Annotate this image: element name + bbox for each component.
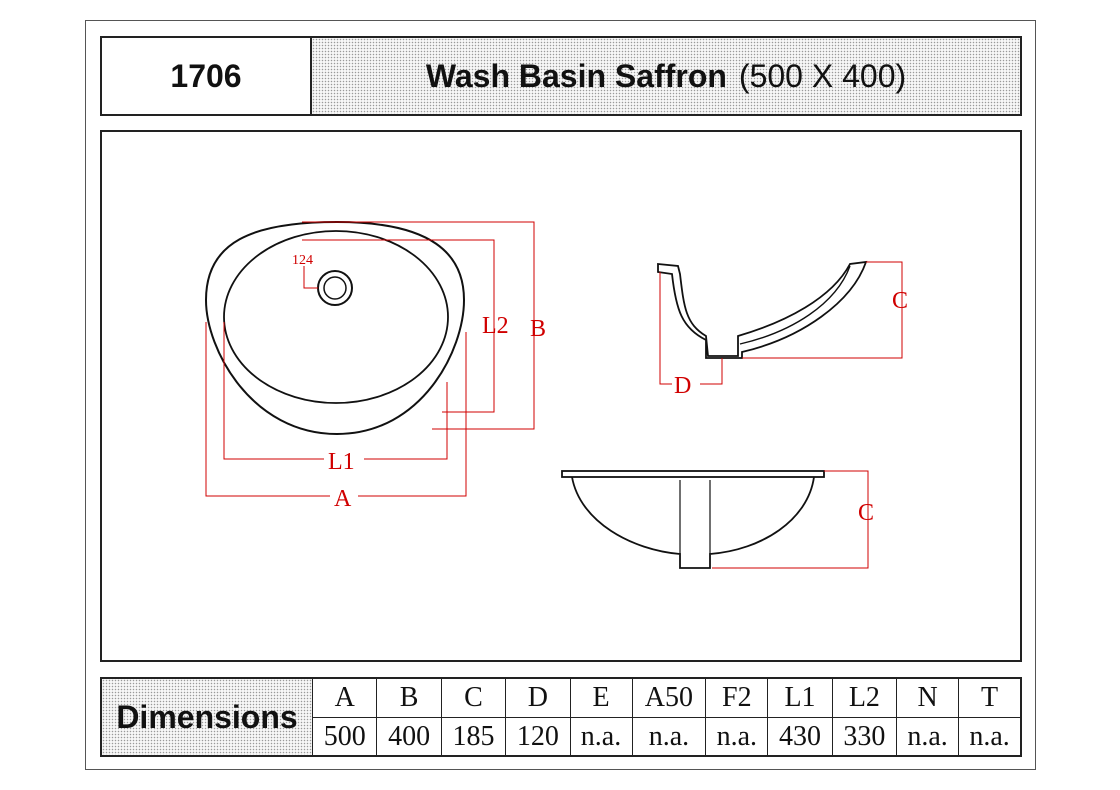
dimension-header: A	[311, 679, 378, 718]
hole-dimension-line	[303, 266, 318, 289]
drain-outer-circle	[317, 270, 353, 306]
dimension-value-row: 500 400 185 120 n.a. n.a. n.a. 430 330 n…	[311, 717, 1020, 756]
dimensions-label-text: Dimensions	[116, 698, 298, 735]
basin-inner-bowl	[223, 230, 449, 404]
dimension-value: n.a.	[705, 717, 769, 756]
title-bar: Wash Basin Saffron (500 X 400)	[310, 36, 1022, 116]
dimension-value: n.a.	[569, 717, 633, 756]
side-view-body	[657, 260, 868, 359]
dimension-header-row: A B C D E A50 F2 L1 L2 N T	[311, 679, 1020, 718]
front-view: C	[561, 470, 874, 569]
dimension-header: E	[569, 679, 633, 718]
drawing-svg: 124 B L2 L1 A C D	[204, 220, 908, 569]
dimension-header: C	[440, 679, 507, 718]
dimension-value: 500	[311, 717, 378, 756]
dimensions-label: Dimensions	[102, 679, 312, 755]
product-code-text: 1706	[170, 57, 242, 94]
hole-dimension-label: 124	[292, 253, 313, 268]
dimension-label-l2: L2	[482, 313, 509, 339]
side-view: C D	[657, 260, 908, 399]
dimension-line-a	[205, 322, 330, 497]
dimension-line-c-side	[742, 261, 903, 359]
dimension-label-c-front: C	[858, 500, 874, 526]
dimension-header: B	[376, 679, 442, 718]
top-view: 124 B L2 L1 A	[204, 220, 546, 512]
side-view-inner-wall	[739, 265, 851, 345]
dimension-header: L2	[831, 679, 898, 718]
dimension-label-d: D	[674, 373, 691, 399]
dimension-value: 430	[767, 717, 833, 756]
dimension-label-c-side: C	[892, 288, 908, 314]
dimension-line-b	[302, 221, 535, 430]
basin-outer-rim	[204, 220, 466, 436]
dimension-label-l1: L1	[328, 449, 355, 475]
dimension-label-a: A	[334, 486, 352, 512]
dimension-value: 120	[505, 717, 571, 756]
dimension-value: 185	[440, 717, 507, 756]
dimension-line-l1-right	[364, 382, 448, 460]
dimension-value: 400	[376, 717, 442, 756]
drawing-sheet	[85, 20, 1036, 770]
dimension-line-l2	[302, 239, 495, 413]
dimension-value: n.a.	[958, 717, 1020, 756]
dimension-header: F2	[705, 679, 769, 718]
front-view-bowl	[571, 476, 815, 569]
dimension-line-l1	[223, 322, 324, 460]
front-view-rim	[561, 470, 825, 478]
dimension-value: n.a.	[631, 717, 707, 756]
dimension-line-d	[659, 272, 672, 385]
drain-inner-circle	[323, 276, 347, 300]
dimension-header: T	[958, 679, 1020, 718]
dimension-line-a-right	[358, 332, 467, 497]
dimension-header: A50	[631, 679, 707, 718]
dimension-header: N	[896, 679, 960, 718]
dimensions-values-table: A B C D E A50 F2 L1 L2 N T 500 400 185 1…	[311, 679, 1020, 756]
dimension-line-d-right	[700, 358, 723, 385]
dimension-line-c-front	[712, 470, 869, 569]
product-size: (500 X 400)	[738, 57, 907, 94]
technical-drawing: 124 B L2 L1 A C D	[100, 130, 1022, 662]
product-code: 1706	[100, 36, 312, 116]
dimension-header: D	[505, 679, 571, 718]
dimension-header: L1	[767, 679, 833, 718]
product-title: Wash Basin Saffron	[425, 57, 727, 94]
dimensions-table: Dimensions A B C D E A50 F2 L1 L2 N T 50…	[100, 677, 1022, 757]
dimension-value: 330	[831, 717, 898, 756]
dimension-label-b: B	[530, 316, 546, 342]
dimension-value: n.a.	[896, 717, 960, 756]
